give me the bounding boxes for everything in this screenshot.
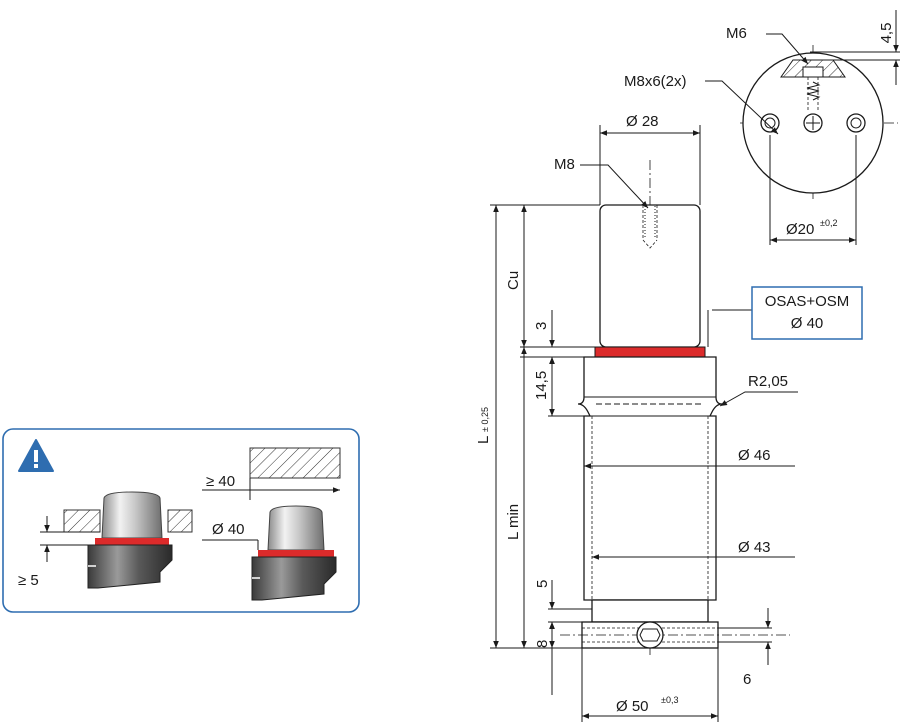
top-view: Ø20 ±0,2 4,5 M6 M8x6(2x): [624, 10, 900, 245]
osas-callout-box: [751, 286, 863, 340]
callout-line2: Ø 40: [791, 315, 824, 332]
label-m8: M8: [554, 156, 575, 173]
side-view: Ø 28 M8 OSAS+OSM Ø 40 R2,05 Ø 46 Ø 43 L …: [475, 113, 863, 722]
label-m6: M6: [726, 25, 747, 42]
warning-triangle-icon: [18, 439, 54, 472]
dim-3: 3: [533, 322, 550, 330]
dim-cu: Cu: [505, 271, 522, 290]
dim-8: 8: [534, 640, 551, 648]
installation-warning-box: ≥ 5 ≥ 40 Ø 40: [2, 428, 360, 613]
dim-d50-tolerance: ±0,3: [661, 695, 678, 705]
dim-4-5: 4,5: [878, 23, 895, 44]
dim-14-5: 14,5: [533, 371, 550, 400]
seal-band: [594, 346, 706, 358]
lower-neck: [591, 599, 709, 623]
dim-d46: Ø 46: [738, 447, 771, 464]
label-m8x6: M8x6(2x): [624, 73, 687, 90]
callout-line1: OSAS+OSM: [765, 293, 850, 310]
label-ge5: ≥ 5: [18, 572, 39, 589]
hex-socket: [636, 621, 664, 649]
mounting-hole-left: [760, 113, 780, 133]
mounting-hole-right: [846, 113, 866, 133]
label-ge40: ≥ 40: [206, 473, 235, 490]
cylinder-body: [577, 356, 723, 601]
dim-d28: Ø 28: [626, 113, 659, 130]
dim-lmin: L min: [505, 504, 522, 540]
label-r205: R2,05: [748, 373, 788, 390]
dim-6: 6: [743, 671, 751, 688]
installed-cylinder-left: [63, 491, 193, 589]
installed-cylinder-right: [249, 447, 341, 601]
dim-l: L: [475, 436, 492, 444]
dim-d50: Ø 50: [616, 698, 649, 715]
piston-rod: [599, 204, 701, 348]
label-d40: Ø 40: [212, 521, 245, 538]
dim-d20-tolerance: ±0,2: [820, 218, 837, 228]
dim-d43: Ø 43: [738, 539, 771, 556]
dim-l-tolerance: ± 0,25: [480, 407, 490, 432]
dim-d20: Ø20: [786, 221, 814, 238]
dim-5: 5: [534, 580, 551, 588]
